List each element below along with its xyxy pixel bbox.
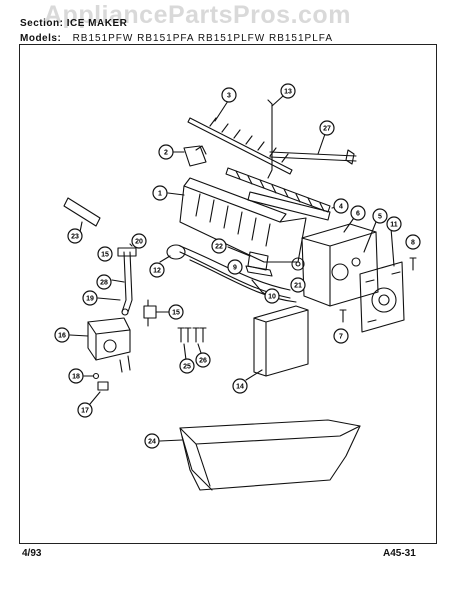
- section-title: Section: ICE MAKER: [20, 18, 127, 29]
- diagram-frame: [19, 44, 437, 544]
- callout-19: 19: [82, 290, 98, 306]
- callout-25: 25: [179, 358, 195, 374]
- svg-text:11: 11: [390, 222, 398, 229]
- svg-text:12: 12: [153, 268, 161, 275]
- svg-text:20: 20: [135, 239, 143, 246]
- bracket-part: [172, 145, 207, 167]
- callout-4: 4: [333, 198, 349, 214]
- callout-15: 15: [168, 304, 184, 320]
- callout-18: 18: [68, 368, 84, 384]
- stripper-part: [225, 167, 331, 213]
- ice-bucket-part: [159, 419, 361, 491]
- fill-tube-part: [97, 243, 137, 316]
- svg-text:6: 6: [356, 211, 360, 218]
- callout-28: 28: [96, 274, 112, 290]
- small-bracket-part: [227, 246, 273, 277]
- callout-5: 5: [372, 208, 388, 224]
- callout-23: 23: [67, 228, 83, 244]
- models-label: Models:: [20, 33, 62, 44]
- svg-text:21: 21: [294, 283, 302, 290]
- callout-3: 3: [221, 87, 237, 103]
- svg-text:7: 7: [339, 334, 343, 341]
- gear-part: [291, 257, 305, 271]
- watermark: AppliancePartsPros.com: [44, 1, 351, 29]
- svg-text:15: 15: [101, 252, 109, 259]
- callout-7: 7: [333, 328, 349, 344]
- callout-2: 2: [158, 144, 174, 160]
- svg-text:26: 26: [199, 358, 207, 365]
- motor-housing-part: [301, 214, 379, 307]
- callout-6: 6: [350, 205, 366, 221]
- svg-text:18: 18: [72, 374, 80, 381]
- bar-part: [269, 133, 357, 165]
- svg-text:14: 14: [236, 384, 244, 391]
- callout-10: 10: [264, 288, 280, 304]
- models-header: Models: RB151PFW RB151PFA RB151PLFW RB15…: [20, 33, 333, 44]
- svg-text:16: 16: [58, 333, 66, 340]
- callout-21: 21: [290, 277, 306, 293]
- svg-text:25: 25: [183, 364, 191, 371]
- svg-text:15: 15: [172, 310, 180, 317]
- footer-page-code: A45-31: [383, 548, 416, 559]
- svg-text:27: 27: [323, 126, 331, 133]
- section-label: Section: ICE MAKER: [20, 18, 128, 29]
- screw-small-part: [339, 309, 347, 323]
- svg-text:1: 1: [158, 191, 162, 198]
- svg-text:5: 5: [378, 214, 382, 221]
- valve-fittings-part: [83, 372, 109, 405]
- cover-part: [245, 305, 309, 381]
- fill-cup-part: [63, 197, 101, 233]
- callout-12: 12: [149, 262, 165, 278]
- svg-text:4: 4: [339, 204, 343, 211]
- callout-27: 27: [319, 120, 335, 136]
- callout-20: 20: [131, 233, 147, 249]
- callout-22: 22: [211, 238, 227, 254]
- svg-text:24: 24: [148, 439, 156, 446]
- svg-text:28: 28: [100, 280, 108, 287]
- front-cover-part: [247, 191, 341, 221]
- svg-text:9: 9: [233, 265, 237, 272]
- screws-part: [177, 327, 207, 361]
- svg-text:19: 19: [86, 296, 94, 303]
- water-valve-part: [69, 317, 131, 373]
- models-list: RB151PFW RB151PFA RB151PLFW RB151PLFA: [72, 33, 333, 44]
- callout-17: 17: [77, 402, 93, 418]
- callout-26: 26: [195, 352, 211, 368]
- callout-9: 9: [227, 259, 243, 275]
- callout-24: 24: [144, 433, 160, 449]
- callout-11: 11: [386, 216, 402, 232]
- svg-text:3: 3: [227, 93, 231, 100]
- callout-1: 1: [152, 185, 168, 201]
- ejector-blade-part: [187, 100, 293, 175]
- svg-text:17: 17: [81, 408, 89, 415]
- callout-14: 14: [232, 378, 248, 394]
- svg-text:8: 8: [411, 240, 415, 247]
- callout-16: 16: [54, 327, 70, 343]
- svg-text:13: 13: [284, 89, 292, 96]
- svg-text:22: 22: [215, 244, 223, 251]
- shut-off-arm-part: [267, 95, 284, 179]
- svg-text:23: 23: [71, 234, 79, 241]
- screw-part: [409, 257, 417, 271]
- callout-8: 8: [405, 234, 421, 250]
- clip-part: [143, 299, 171, 327]
- footer-date: 4/93: [22, 548, 42, 559]
- mounting-plate-part: [359, 221, 405, 333]
- svg-text:10: 10: [268, 294, 276, 301]
- svg-text:2: 2: [164, 150, 168, 157]
- callout-13: 13: [280, 83, 296, 99]
- callout-15-upper: 15: [97, 246, 113, 262]
